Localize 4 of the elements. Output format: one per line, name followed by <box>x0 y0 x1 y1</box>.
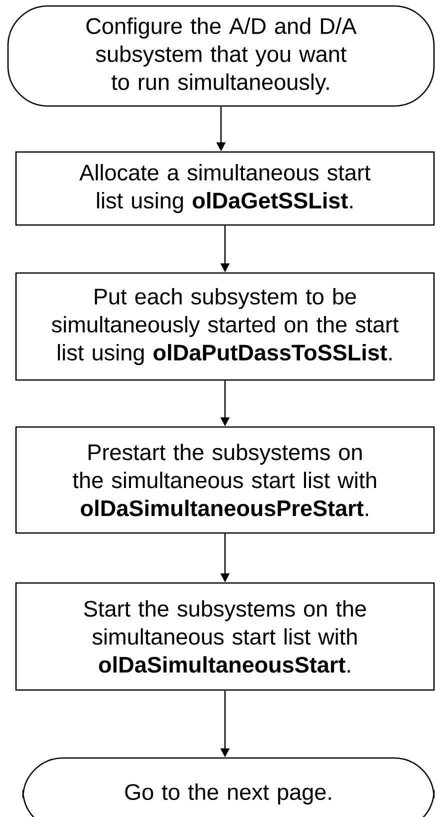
process-box: Allocate a simultaneous start list using olDaGetSSList. <box>15 151 435 226</box>
process-box: Start the subsystems on the simultaneous start list with olDaSimultaneousStart. <box>15 582 435 691</box>
process-box: Prestart the subsystems on the simultaneous start list with olDaSimultaneousPreStart. <box>15 426 435 534</box>
process-box: Put each subsystem to be simultaneously started on the start list using olDaPutDassToSSList. <box>15 272 435 381</box>
